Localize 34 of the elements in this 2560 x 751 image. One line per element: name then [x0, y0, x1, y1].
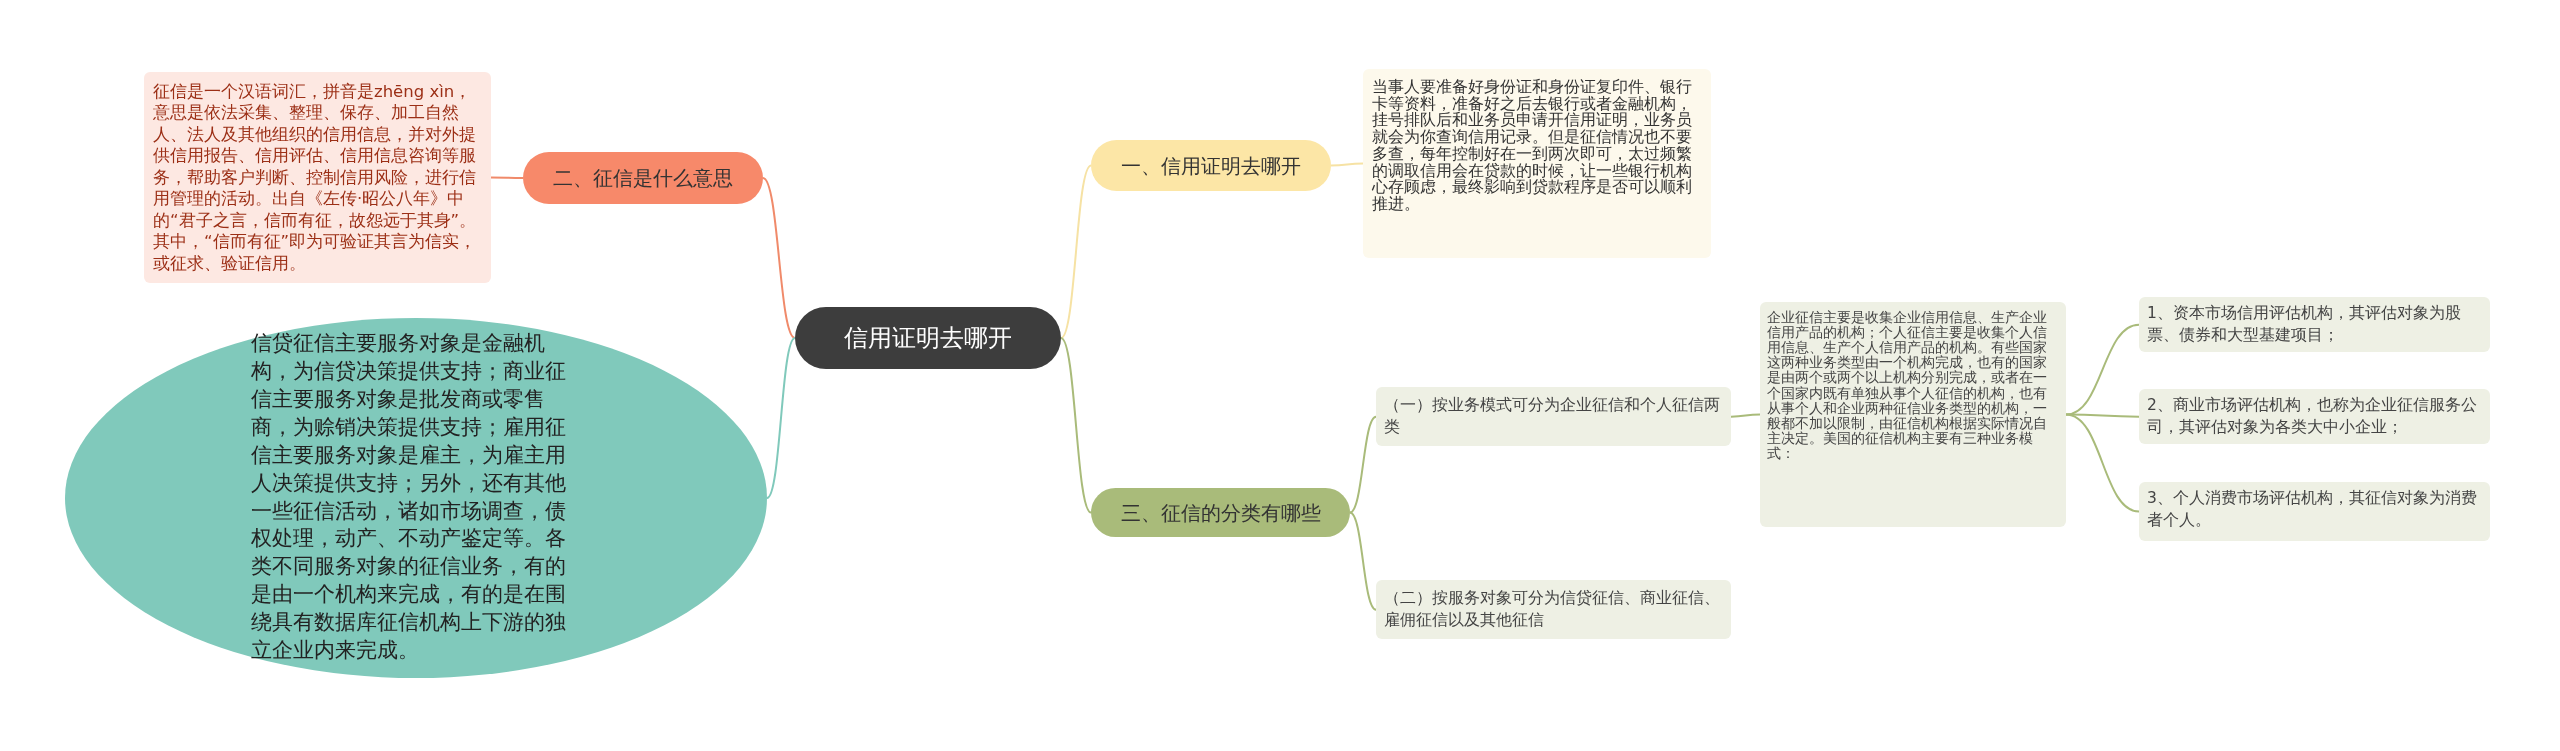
subtopic-card — [1760, 302, 2066, 527]
connector — [1349, 511, 1377, 611]
note-card — [1363, 69, 1711, 258]
connector — [2065, 323, 2140, 416]
note-text: 3、个人消费市场评估机构，其征信对象为消费者个人。 — [2147, 488, 2478, 531]
note-text: 信贷征信主要服务对象是金融机构，为信贷决策提供支持；商业征信主要服务对象是批发商或零售商，为赊销决策提供支持；雇用征信主要服务对象是雇主，为雇主用人决策提供支持；另外，还有其他一些征信活动，诸如市场调查，债权处理，动产、不动产鉴定等。各类不同服务对象的征信业务，有的是由一个机构来完成，有的是在围绕具有数据库征信机构上下游的独立企业内来完成。 — [251, 330, 567, 665]
subtopic-card — [1376, 580, 1731, 640]
subtopic-card — [2139, 482, 2490, 541]
connector — [2065, 413, 2140, 513]
connector — [1730, 413, 1761, 418]
connector — [1060, 337, 1092, 514]
note-text: （一）按业务模式可分为企业征信和个人征信两类 — [1384, 395, 1721, 438]
topic-label: 一、信用证明去哪开 — [1121, 153, 1301, 178]
connector — [490, 176, 524, 179]
connector — [1349, 415, 1377, 514]
topic-label: 二、征信是什么意思 — [553, 166, 733, 190]
branch-topic — [1091, 140, 1331, 191]
note-text: 企业征信主要是收集企业信用信息、生产企业信用产品的机构；个人征信主要是收集个人信用信息、生产个人信用产品的机构。有些国家这两种业务类型由一个机构完成，也有的国家是由两个或两个以上机构分别完成，或者在一个国家内既有单独从事个人征信的机构，也有从事个人和企业两种征信业务类型的机构，一般都不加以限制，由征信机构根据实际情况自主决定。美国的征信机构主要有三种业务模式： — [1767, 310, 2048, 462]
subtopic-card — [1376, 387, 1731, 447]
connector — [762, 177, 796, 339]
branch-topic — [1091, 488, 1350, 537]
note-text: 征信是一个汉语词汇，拼音是zhēng xìn，意思是依法采集、整理、保存、加工自然人、法人及其他组织的信用信息，并对外提供信用报告、信用评估、信用信息咨询等服务，帮助客户判断、控制信用风险，进行信用管理的活动。出自《左传·昭公八年》中的“君子之言，信而有征，故怨远于其身”。其中，“信而有征”即为可验证其言为信实，或征求、验证信用。 — [153, 81, 478, 274]
topic-label: 信用证明去哪开 — [844, 323, 1012, 353]
connector — [1060, 164, 1092, 339]
connector — [1330, 162, 1364, 167]
note-text: （二）按服务对象可分为信贷征信、商业征信、雇佣征信以及其他征信 — [1384, 588, 1721, 631]
subtopic-card — [2139, 297, 2490, 353]
note-text: 1、资本市场信用评估机构，其评估对象为股票、债券和大型基建项目； — [2147, 303, 2462, 346]
connector — [766, 337, 796, 499]
topic-label: 三、征信的分类有哪些 — [1120, 500, 1321, 525]
note-text: 当事人要准备好身份证和身份证复印件、银行卡等资料，准备好之后去银行或者金融机构，挂号排队后和业务员申请开信用证明，业务员就会为你查询信用记录。但是征信情况也不要多查，每年控制好在一到两次即可，太过频繁的调取信用会在贷款的时候，让一些银行机构心存顾虑，最终影响到贷款程序是否可以顺利推进。 — [1372, 79, 1693, 213]
note-text: 2、商业市场评估机构，也称为企业征信服务公司，其评估对象为各类大中小企业； — [2147, 395, 2478, 438]
branch-topic — [523, 152, 763, 204]
subtopic-card — [2139, 389, 2490, 445]
